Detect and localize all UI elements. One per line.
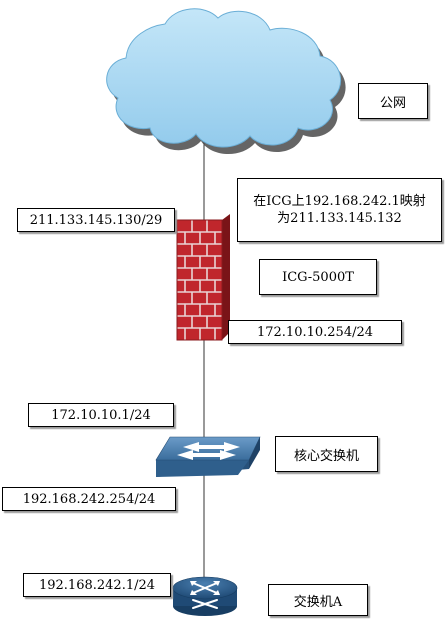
core-switch-name-label: 核心交换机 xyxy=(275,436,378,472)
nat-note-line-1: 在ICG上192.168.242.1映射 xyxy=(253,194,426,209)
switch-a-name-label: 交换机A xyxy=(268,584,368,616)
core-vlan-ip-label: 192.168.242.254/24 xyxy=(2,487,176,511)
switch-icon xyxy=(155,436,261,477)
firewall-wan-ip-label: 211.133.145.130/29 xyxy=(17,208,175,232)
public-network-label: 公网 xyxy=(358,83,428,119)
router-icon xyxy=(172,576,238,616)
firewall-lan-ip-label: 172.10.10.254/24 xyxy=(228,320,402,344)
firewall-icon xyxy=(176,214,230,341)
core-uplink-ip-label: 172.10.10.1/24 xyxy=(28,403,174,427)
nat-note: 在ICG上192.168.242.1映射 为211.133.145.132 xyxy=(237,178,442,242)
cloud-icon xyxy=(106,8,346,155)
nat-note-line-2: 为211.133.145.132 xyxy=(277,211,402,226)
switch-a-ip-label: 192.168.242.1/24 xyxy=(23,573,171,597)
firewall-name-label: ICG-5000T xyxy=(259,259,377,295)
